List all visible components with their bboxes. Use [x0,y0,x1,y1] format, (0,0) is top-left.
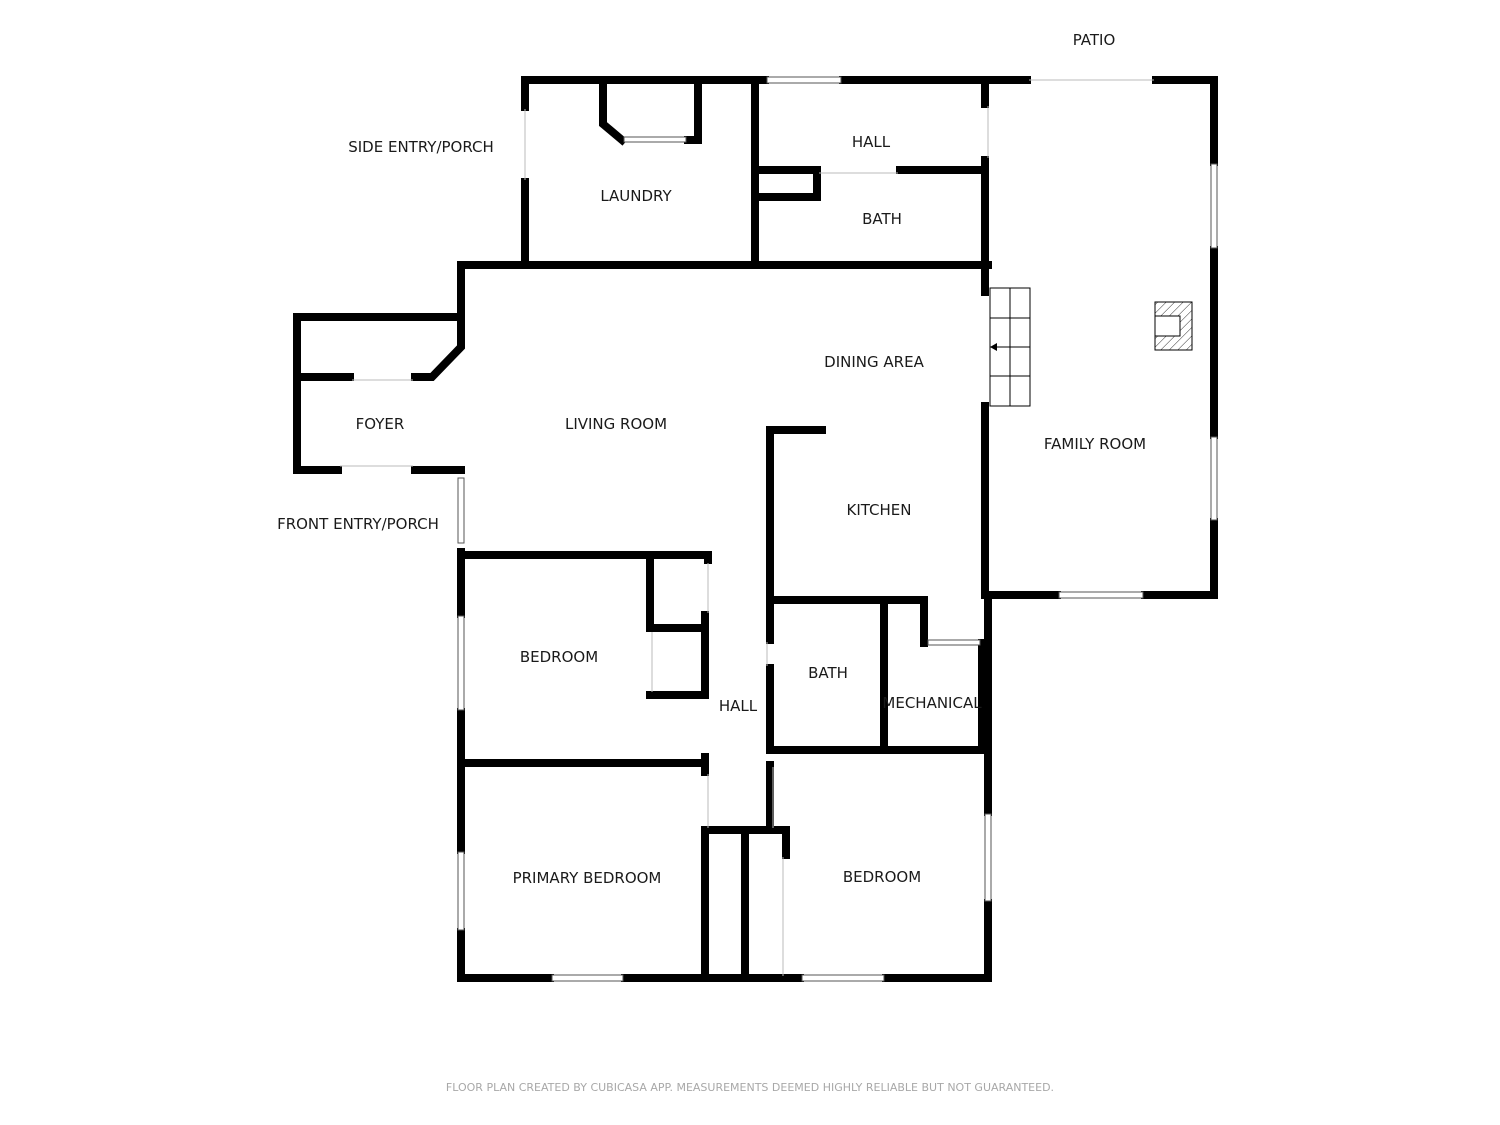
label-family-room: FAMILY ROOM [1044,435,1146,453]
interior-walls [293,76,989,982]
window-bedroom-right-south [801,974,885,982]
label-bedroom-left: BEDROOM [520,648,598,666]
fireplace-firebox [1154,315,1181,337]
window-family-south [1058,591,1144,599]
window-bedroom-right-east [984,813,992,902]
label-primary-bedroom: PRIMARY BEDROOM [513,869,662,887]
wall-foyer-outer [293,261,465,474]
label-living-room: LIVING ROOM [565,415,667,433]
window-family-east-1 [1210,163,1218,249]
window-family-east-2 [1210,436,1218,521]
steps [989,287,1031,407]
window-front-porch [457,477,465,544]
wall-hall-bath-top [751,166,989,201]
window-bedroom-left-west [457,615,465,711]
label-hall-mid: HALL [719,697,758,715]
label-side-entry: SIDE ENTRY/PORCH [348,138,494,156]
wall-primary-closets [701,826,790,982]
window-primary-west [457,851,465,931]
exterior-walls [293,76,1218,982]
window-primary-south [551,974,624,982]
wall-laundry-closet [599,84,702,146]
wall-kitchen-south [766,596,986,754]
room-labels: PATIO SIDE ENTRY/PORCH LAUNDRY HALL BATH… [277,31,1146,887]
label-hall-top: HALL [852,133,891,151]
wall-foyer-inner [293,313,465,381]
label-foyer: FOYER [356,415,405,433]
fireplace-icon [1154,301,1193,351]
label-bedroom-right: BEDROOM [843,868,921,886]
wall-bedroom-closet [646,551,709,699]
label-bath-mid: BATH [808,664,848,682]
label-front-entry: FRONT ENTRY/PORCH [277,515,439,533]
label-bath-top: BATH [862,210,902,228]
window-mechanical-top [927,639,981,646]
openings [340,79,1154,976]
wall-kitchen-west [766,426,826,754]
wall-bedroom-north [457,551,712,564]
label-dining-area: DINING AREA [824,353,924,371]
windows [457,76,1218,982]
label-patio: PATIO [1073,31,1116,49]
label-kitchen: KITCHEN [847,501,912,519]
step-arrow-icon [990,343,997,351]
label-laundry: LAUNDRY [600,187,672,205]
footer-disclaimer: FLOOR PLAN CREATED BY CUBICASA APP. MEAS… [446,1081,1054,1094]
window-top-hall [766,76,842,84]
window-laundry-closet [623,136,687,143]
label-mechanical: MECHANICAL [882,694,982,712]
